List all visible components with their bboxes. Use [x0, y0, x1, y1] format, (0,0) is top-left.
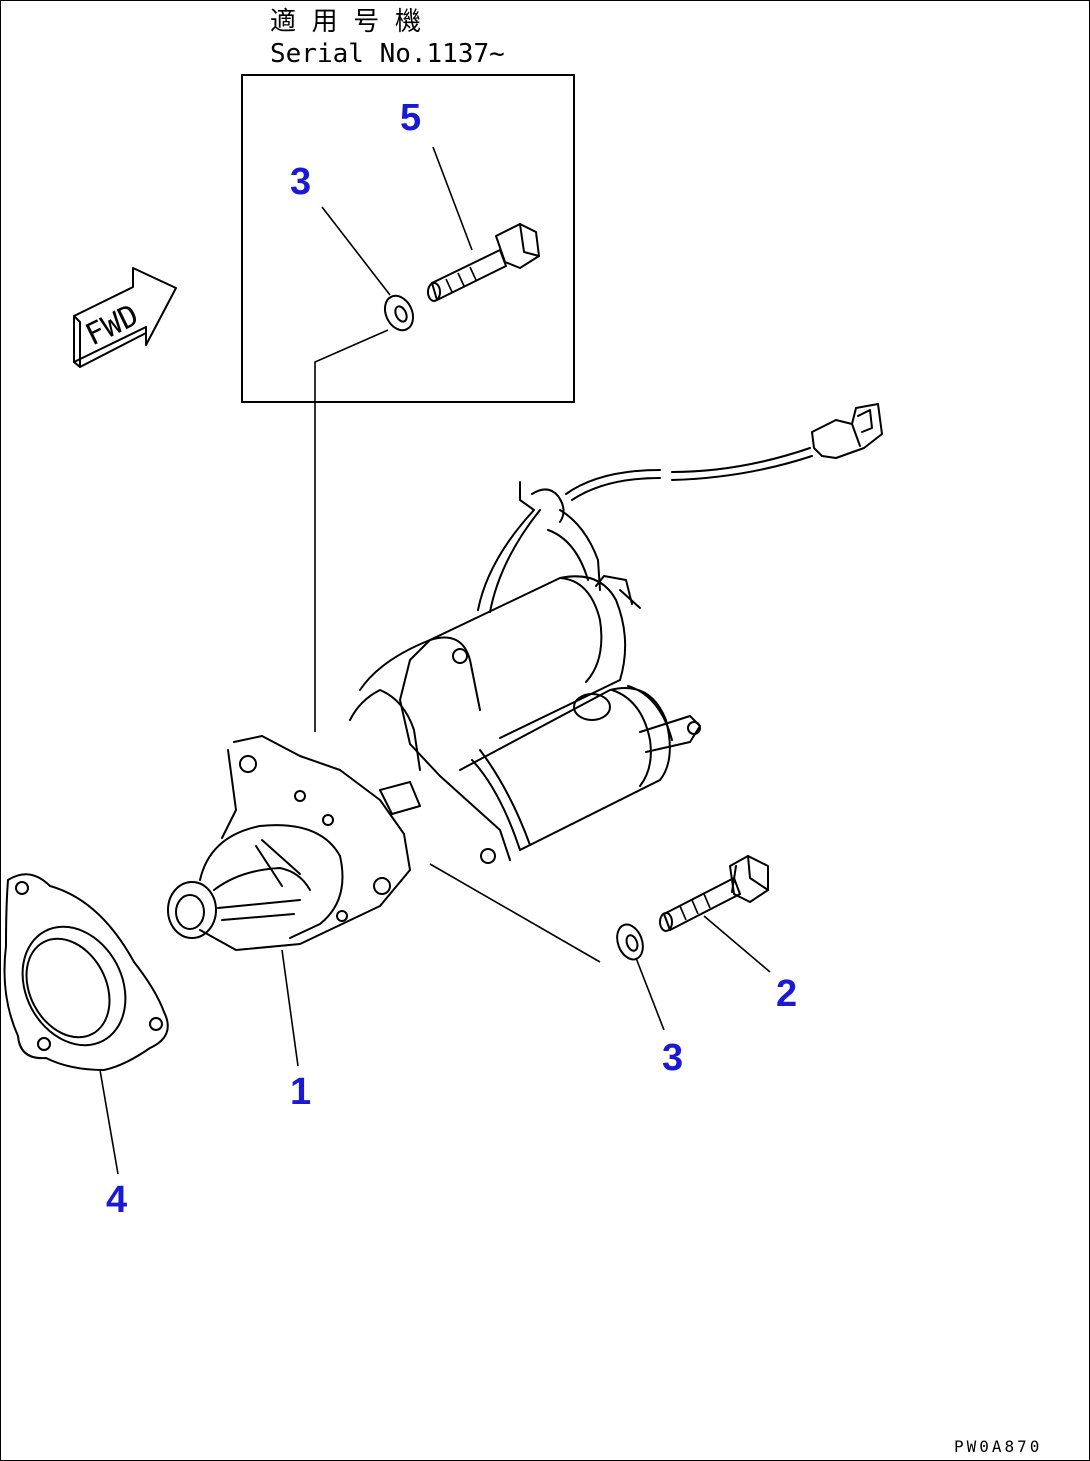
leader-washer-to-motor	[429, 863, 601, 963]
leader-inset-to-motor	[314, 329, 389, 732]
inset-washer-drawing	[383, 294, 415, 332]
washer-drawing	[616, 923, 644, 961]
fwd-label: FWD	[80, 298, 144, 353]
starter-motor-drawing	[167, 403, 883, 951]
leader-1	[281, 949, 299, 1067]
callout-4: 4	[106, 1179, 127, 1221]
inset-bolt-drawing	[427, 223, 540, 302]
bolt-drawing	[659, 855, 769, 932]
callout-5: 5	[400, 97, 421, 139]
callout-3-inset: 3	[290, 161, 311, 203]
drawing-code: PW0A870	[954, 1437, 1042, 1456]
gasket-drawing	[3, 873, 169, 1071]
leader-4	[99, 1069, 119, 1175]
leader-5	[432, 146, 473, 251]
callout-3: 3	[662, 1037, 683, 1079]
leader-3-main	[635, 957, 665, 1031]
callout-1: 1	[290, 1071, 311, 1113]
leader-2	[703, 915, 771, 973]
serial-number-heading: Serial No.1137~	[270, 39, 505, 69]
leader-3-inset	[321, 206, 391, 296]
serial-inset-box	[241, 74, 575, 403]
applicable-model-heading: 適 用 号 機	[270, 7, 421, 37]
callout-2: 2	[776, 973, 797, 1015]
fwd-arrow: FWD	[73, 267, 177, 368]
